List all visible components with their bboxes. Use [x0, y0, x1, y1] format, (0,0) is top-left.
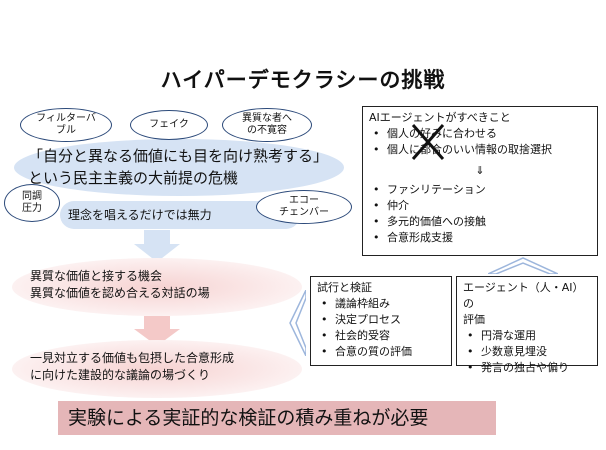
- evaluation-list: 円滑な運用 少数意見埋没 発言の独占や偏り: [463, 328, 591, 376]
- step1-text: 異質な価値と接する機会 異質な価値を認め合える対話の場: [30, 269, 210, 300]
- chevron-up-icon: [488, 257, 558, 274]
- list-item: 仲介: [369, 198, 591, 214]
- list-item: 個人の好みに合わせる: [369, 126, 591, 142]
- step1-band: [12, 258, 302, 316]
- trial-box-heading: 試行と検証: [317, 281, 372, 294]
- step2-text: 一見対立する価値も包摂した合意形成 に向けた建設的な議論の場づくり: [30, 351, 235, 382]
- ai-crossed-list: 個人の好みに合わせる 個人に都合のいい情報の取捨選択: [369, 126, 591, 158]
- trial-box: 試行と検証 議論枠組み 決定プロセス 社会的受容 合意の質の評価: [310, 276, 452, 366]
- down-arrow-2: [134, 316, 180, 346]
- conclusion-banner: 実験による実証的な検証の積み重ねが必要: [58, 401, 496, 435]
- list-item: 合意の質の評価: [317, 344, 445, 360]
- trial-list: 議論枠組み 決定プロセス 社会的受容 合意の質の評価: [317, 296, 445, 360]
- main-issue-text: 「自分と異なる価値にも目を向け熟考する」 という民主主義の大前提の危機: [28, 147, 329, 187]
- list-item: 議論枠組み: [317, 296, 445, 312]
- filter-bubble-oval: フィルターバ ブル: [20, 108, 112, 142]
- list-item: 少数意見埋没: [463, 344, 591, 360]
- evaluation-box-heading: エージェント（人・AI）の 評価: [463, 281, 584, 326]
- cross-mark-icon: [411, 124, 445, 160]
- page-title: ハイパーデモクラシーの挑戦: [160, 68, 446, 92]
- ai-role-list: ファシリテーション 仲介 多元的価値への接触 合意形成支援: [369, 182, 591, 246]
- echo-chamber-oval: エコー チェンバー: [256, 190, 352, 224]
- ai-box-heading: AIエージェントがすべきこと: [369, 111, 511, 124]
- list-item: 発言の独占や偏り: [463, 360, 591, 376]
- step2-band: [12, 340, 302, 398]
- issue-band: [14, 139, 344, 196]
- list-item: ファシリテーション: [369, 182, 591, 198]
- list-item: 決定プロセス: [317, 312, 445, 328]
- list-item: 合意形成支援: [369, 230, 591, 246]
- ai-box-arrow: ⇓: [475, 164, 485, 177]
- ai-agent-box: AIエージェントがすべきこと 個人の好みに合わせる 個人に都合のいい情報の取捨選…: [362, 106, 598, 256]
- intolerance-oval: 異質な者へ の不寛容: [222, 108, 312, 142]
- list-item: 多元的価値への接触: [369, 214, 591, 230]
- evaluation-box: エージェント（人・AI）の 評価 円滑な運用 少数意見埋没 発言の独占や偏り: [456, 276, 598, 376]
- list-item: 個人に都合のいい情報の取捨選択: [369, 142, 591, 158]
- peer-pressure-oval: 同調 圧力: [4, 184, 60, 222]
- list-item: 社会的受容: [317, 328, 445, 344]
- down-arrow-1: [134, 230, 180, 262]
- fake-oval: フェイク: [130, 110, 208, 140]
- chevron-left-icon: [289, 290, 306, 356]
- list-item: 円滑な運用: [463, 328, 591, 344]
